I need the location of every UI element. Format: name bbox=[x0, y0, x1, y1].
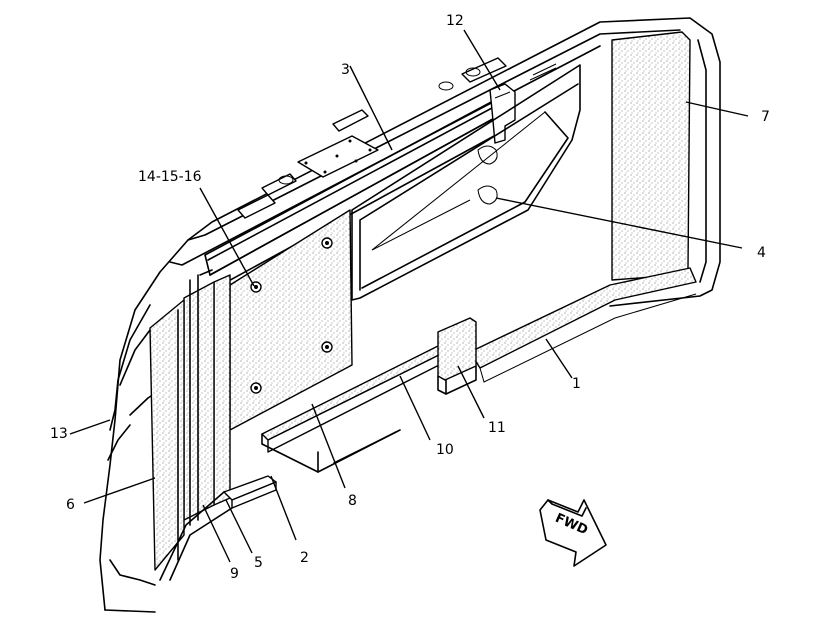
callout-labels: 1 2 3 4 5 6 7 8 9 10 11 12 13 14-15-16 bbox=[50, 13, 770, 582]
access-plate bbox=[297, 135, 379, 178]
callout-1: 1 bbox=[572, 376, 581, 392]
foam-panel-left bbox=[229, 209, 353, 431]
leader-14-15-16 bbox=[199, 187, 255, 287]
leader-lines bbox=[69, 29, 749, 563]
callout-5: 5 bbox=[254, 555, 263, 571]
leader-5 bbox=[225, 499, 253, 554]
foam-strip-5 bbox=[213, 274, 231, 506]
callout-4: 4 bbox=[757, 245, 766, 261]
leader-13 bbox=[69, 419, 111, 435]
rail-2 bbox=[159, 475, 277, 581]
callout-3: 3 bbox=[341, 62, 350, 78]
foam-pad-right bbox=[611, 31, 691, 281]
hinge-block-left bbox=[237, 173, 297, 219]
leader-3 bbox=[349, 65, 393, 151]
callout-11: 11 bbox=[488, 420, 506, 436]
callout-14-15-16: 14-15-16 bbox=[138, 169, 202, 185]
fwd-label: FWD bbox=[553, 511, 590, 539]
foam-strip-9 bbox=[183, 281, 215, 521]
leader-12 bbox=[463, 29, 501, 91]
wall-bosses bbox=[477, 145, 498, 205]
leader-10 bbox=[399, 375, 431, 441]
callout-10: 10 bbox=[436, 442, 454, 458]
left-frame-rails bbox=[177, 269, 213, 561]
block-11 bbox=[437, 317, 477, 395]
leader-7 bbox=[685, 101, 749, 117]
bottom-rail bbox=[469, 267, 697, 383]
callout-2: 2 bbox=[300, 550, 309, 566]
leader-2 bbox=[270, 475, 297, 541]
leader-4 bbox=[495, 197, 743, 249]
hinge-block-right bbox=[438, 57, 507, 91]
fwd-arrow: FWD bbox=[539, 499, 607, 567]
leader-1 bbox=[545, 338, 573, 379]
leader-8 bbox=[311, 403, 346, 489]
hinge-block-mid bbox=[332, 109, 369, 132]
callout-8: 8 bbox=[348, 493, 357, 509]
callout-6: 6 bbox=[66, 497, 75, 513]
callout-7: 7 bbox=[761, 109, 770, 125]
callout-13: 13 bbox=[50, 426, 68, 442]
foam-strip-6 bbox=[149, 299, 185, 571]
callout-9: 9 bbox=[230, 566, 239, 582]
callout-12: 12 bbox=[446, 13, 464, 29]
top-ledge bbox=[204, 99, 506, 291]
leader-11 bbox=[457, 365, 485, 419]
leader-9 bbox=[202, 504, 231, 563]
window-opening bbox=[351, 63, 581, 301]
leader-6 bbox=[83, 477, 156, 504]
